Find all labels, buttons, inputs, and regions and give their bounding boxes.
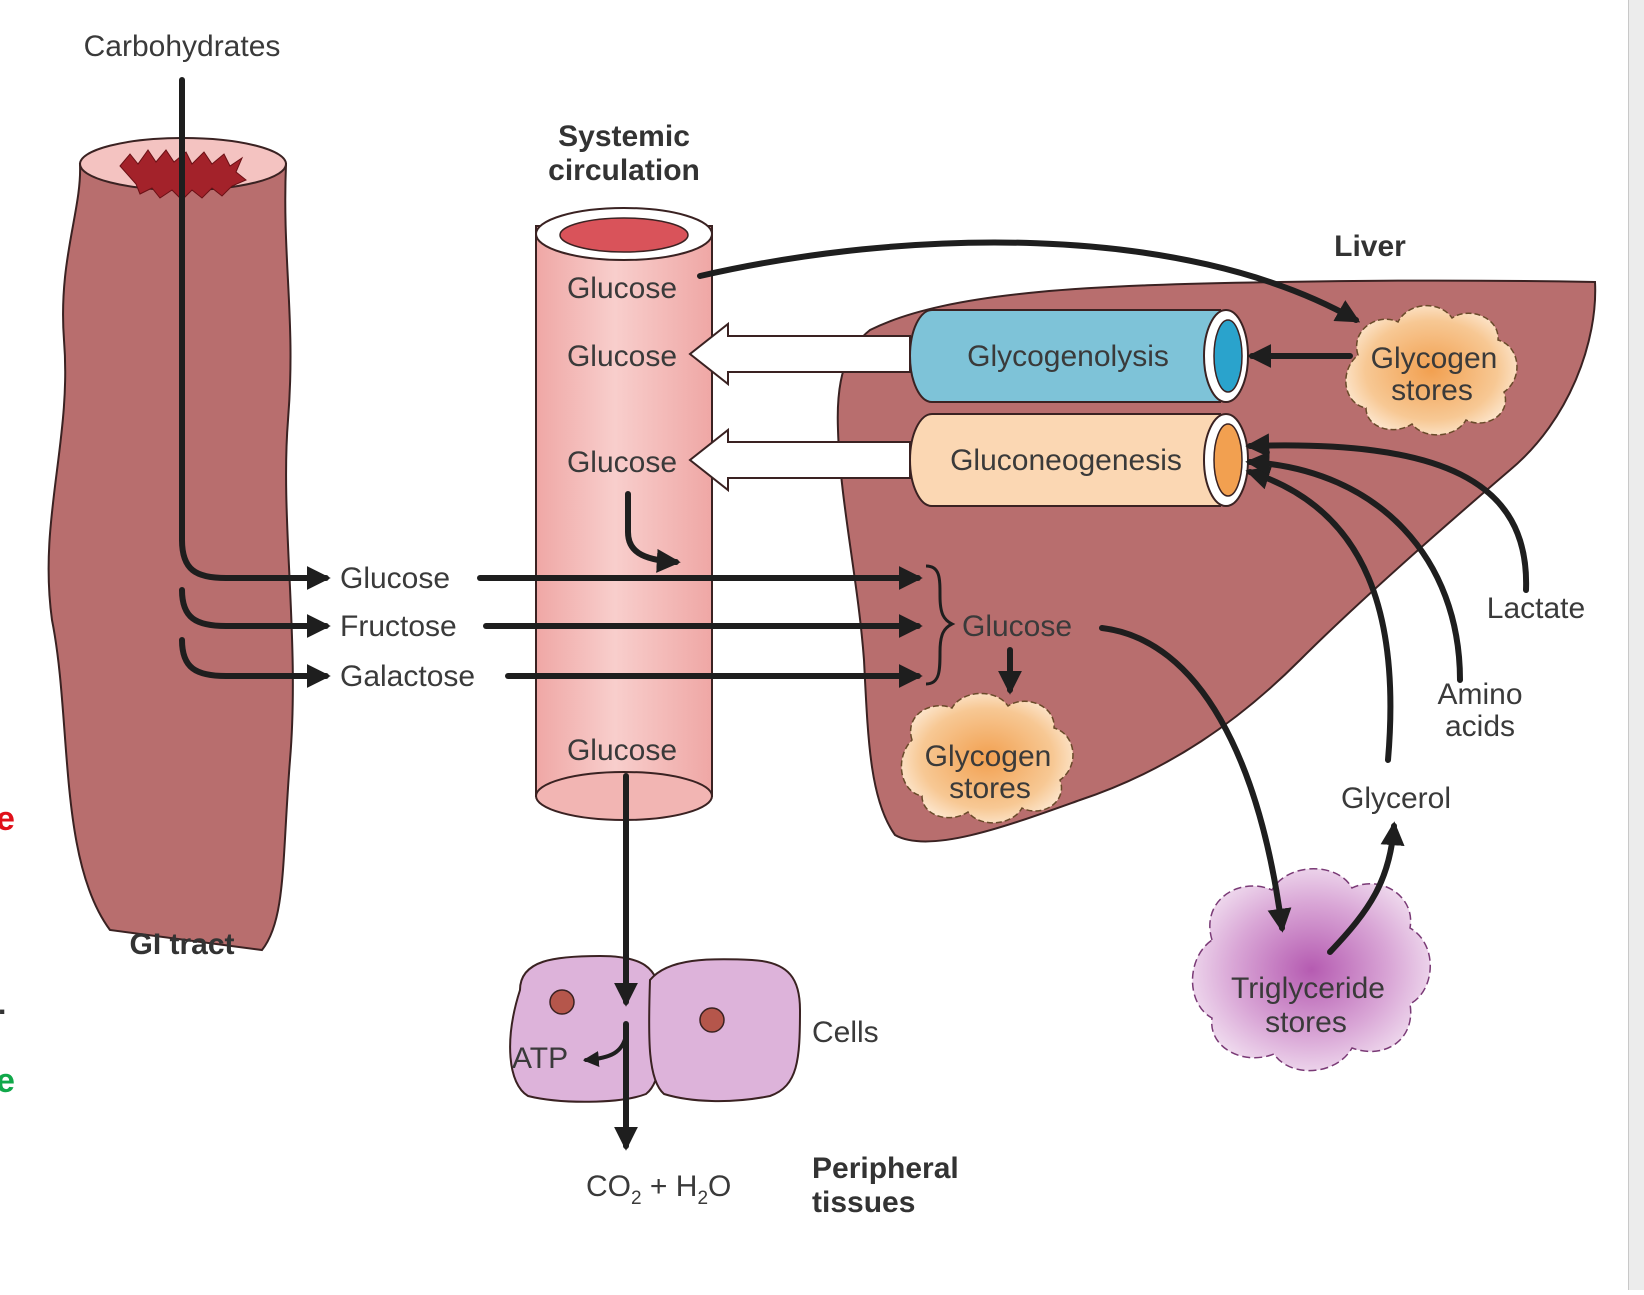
co2-h2o-label: CO2 + H2O (586, 1170, 731, 1209)
amino-acids-label-1: Amino (1437, 678, 1522, 711)
gi-tract (47, 137, 294, 952)
gi-tract-label: GI tract (129, 928, 234, 961)
arrow-glucose-down (625, 491, 681, 573)
arrow-glucose-absorption (179, 537, 331, 590)
glycogen-stores-bottom-label-2: stores (949, 772, 1031, 805)
lactate-label: Lactate (1487, 592, 1585, 625)
peripheral-cells (509, 954, 802, 1103)
absorbed-fructose-label: Fructose (340, 610, 457, 643)
glycogen-stores-bottom-label-1: Glycogen (925, 740, 1052, 773)
glycerol-label: Glycerol (1341, 782, 1451, 815)
converging-brace (925, 564, 956, 686)
peripheral-tissues-label-2: tissues (812, 1186, 915, 1219)
glycogenolysis-label: Glycogenolysis (967, 340, 1169, 373)
triglyceride-stores-label-2: stores (1265, 1006, 1347, 1039)
arrow-amino-to-gluconeogenesis (1245, 451, 1463, 683)
arrow-galactose-absorption (179, 637, 331, 688)
absorbed-galactose-label: Galactose (340, 660, 475, 693)
carbohydrates-label: Carbohydrates (84, 30, 281, 63)
cells-label: Cells (812, 1016, 879, 1049)
gluconeogenesis-output-arrow (688, 427, 911, 493)
arrow-lactate-to-gluconeogenesis (1245, 433, 1530, 593)
amino-acids-label-2: acids (1445, 710, 1515, 743)
systemic-circulation-label-2: circulation (548, 154, 700, 187)
glycogenolysis-output-arrow (688, 321, 911, 387)
glucose-label-4: Glucose (567, 734, 677, 767)
liver-glucose-label: Glucose (962, 610, 1072, 643)
peripheral-tissues-label-1: Peripheral (812, 1152, 959, 1185)
glycogen-stores-top-label-2: stores (1391, 374, 1473, 407)
glycogenolysis-tube (909, 309, 1249, 403)
cut-off-red-text: e (0, 800, 15, 838)
cut-off-green-text: e (0, 1062, 15, 1100)
right-side-panel-strip (1628, 0, 1644, 1290)
glycogen-stores-bottom-cloud (900, 692, 1074, 824)
absorbed-glucose-label: Glucose (340, 562, 450, 595)
systemic-circulation-label-1: Systemic (558, 120, 690, 153)
liver-label: Liver (1334, 230, 1406, 263)
cut-off-black-text: . (0, 988, 6, 1021)
glucose-label-2: Glucose (567, 340, 677, 373)
glucose-label-3: Glucose (567, 446, 677, 479)
gluconeogenesis-label: Gluconeogenesis (950, 444, 1182, 477)
arrow-glucose-to-glycogen (697, 239, 1361, 323)
arrow-fructose-absorption (179, 587, 331, 638)
triglyceride-stores-label-1: Triglyceride (1231, 972, 1385, 1005)
glycogen-stores-top-label-1: Glycogen (1371, 342, 1498, 375)
glucose-label-1: Glucose (567, 272, 677, 305)
triglyceride-stores-cloud (1191, 868, 1431, 1072)
arrow-glucose-to-triglyceride (1099, 625, 1292, 933)
arrow-glycerol-to-gluconeogenesis (1245, 466, 1394, 763)
arrow-to-atp (582, 1034, 628, 1067)
atp-label: ATP (512, 1042, 568, 1075)
gluconeogenesis-tube (909, 413, 1249, 507)
arrow-triglyceride-to-glycerol (1327, 821, 1405, 955)
glycogen-stores-top-cloud (1345, 304, 1518, 436)
